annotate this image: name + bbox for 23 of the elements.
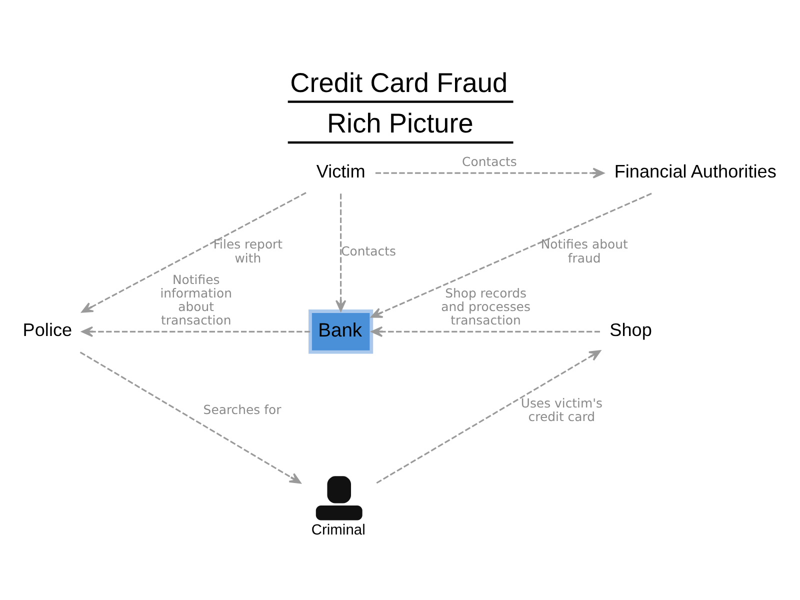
arrow [371, 326, 600, 337]
edge-label: Uses victim's credit card [520, 394, 603, 424]
edge-label: Searches for [203, 402, 282, 417]
node-text: Shop [610, 319, 652, 340]
arrow [80, 351, 302, 484]
node-box: Bank [308, 309, 374, 354]
arrow [370, 192, 652, 318]
arrow [375, 167, 604, 178]
arrow [335, 193, 346, 312]
arrow [81, 192, 306, 312]
edge-label: Files report with [213, 236, 283, 265]
node-text: Police [22, 319, 72, 340]
edge-label: Notifies about fraud [540, 236, 628, 265]
edge-label: Notifies information about transaction [160, 271, 232, 328]
node-text: Victim [316, 160, 366, 181]
node-text: Financial Authorities [614, 160, 776, 181]
node-label: Criminal [311, 522, 366, 538]
edge-label: Contacts [341, 243, 396, 258]
edge-label: Shop records and processes transaction [441, 284, 530, 328]
diagram-title: Credit Card Fraud Rich Picture [290, 66, 508, 138]
arrow [81, 326, 310, 337]
edge-label: Contacts [462, 154, 517, 169]
arrow [376, 350, 601, 484]
